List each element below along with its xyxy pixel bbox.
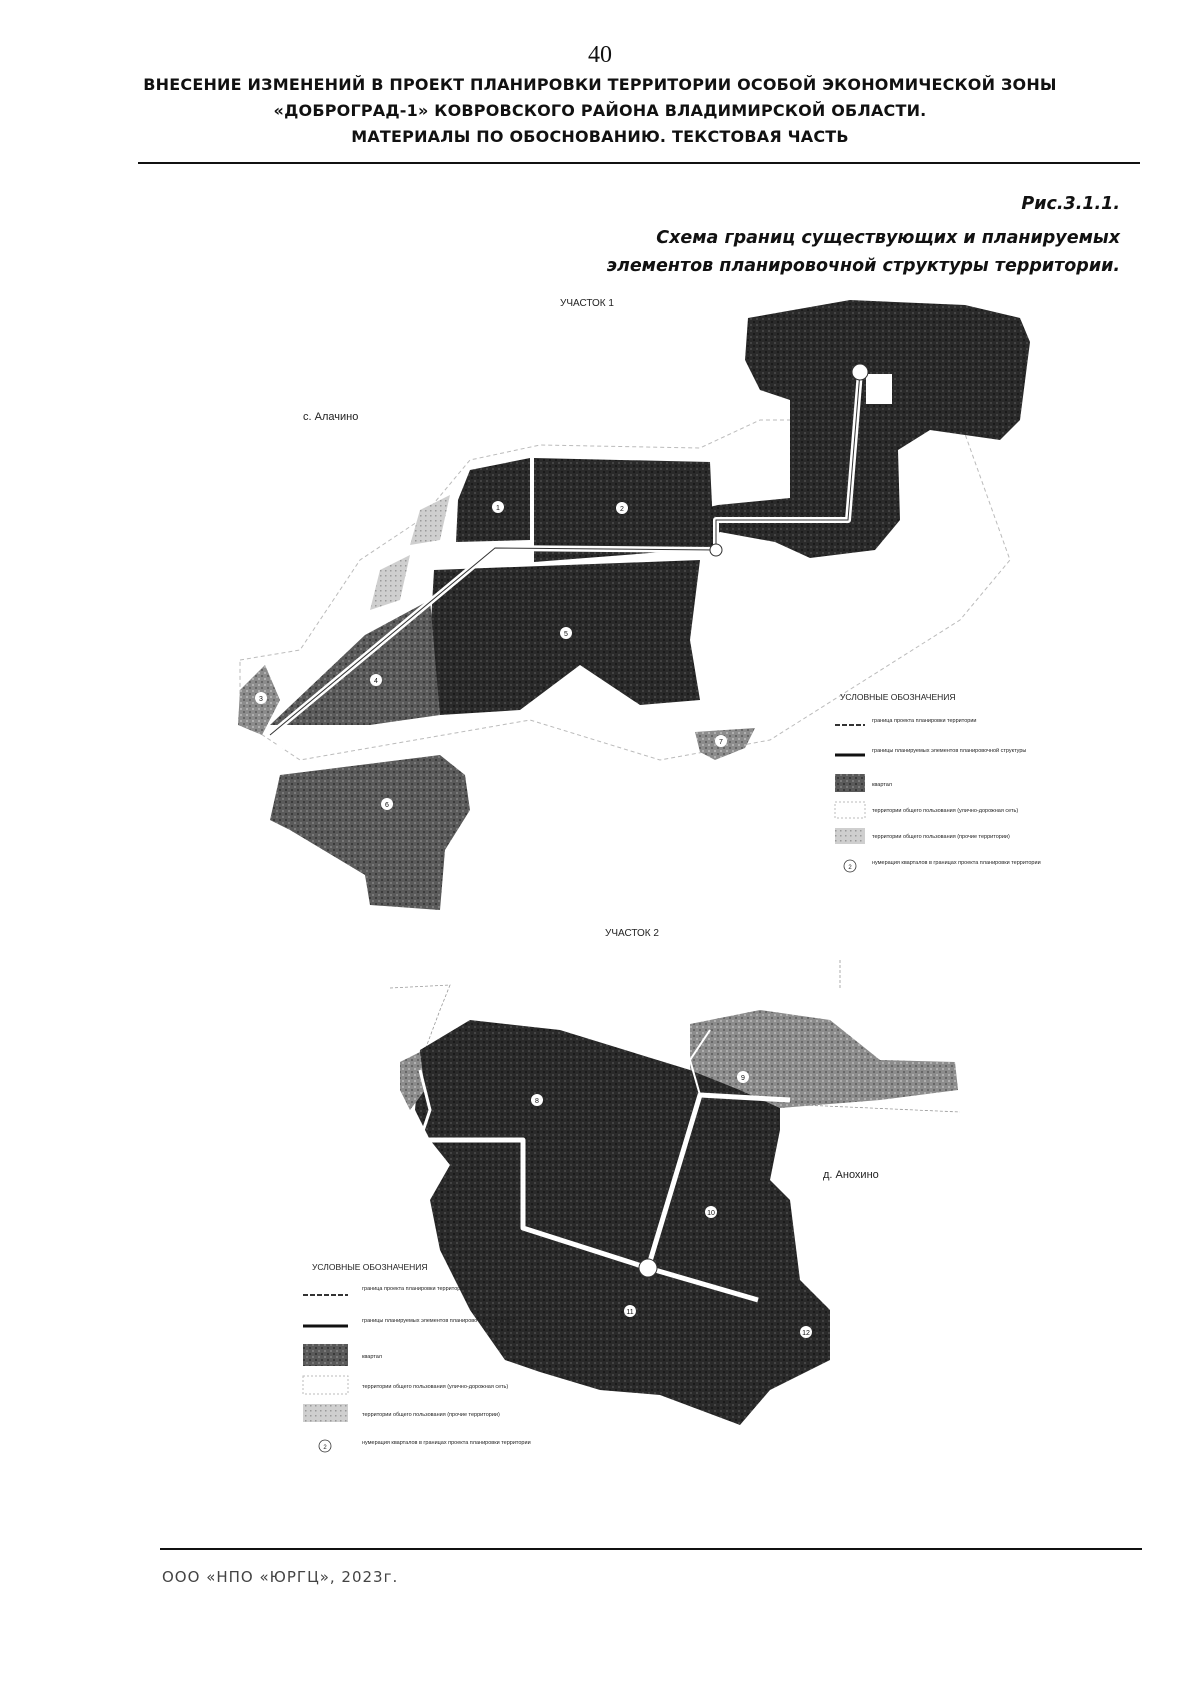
quarter-label-6: 6 [385,802,389,809]
document-header: ВНЕСЕНИЕ ИЗМЕНЕНИЙ В ПРОЕКТ ПЛАНИРОВКИ Т… [100,72,1100,150]
quarter-label-8: 8 [535,1098,539,1105]
quarter-1-area [456,458,530,542]
quarter-label-12: 12 [802,1330,810,1337]
quarter-label-1: 1 [496,505,500,512]
quarter-label-5: 5 [564,631,568,638]
map-2-legend: УСЛОВНЫЕ ОБОЗНАЧЕНИЯ граница проекта пла… [302,1262,531,1453]
header-line-2: «ДОБРОГРАД-1» КОВРОВСКОГО РАЙОНА ВЛАДИМИ… [273,101,927,120]
quarter-label-9: 9 [741,1075,745,1082]
map-2-legend-item-4: территории общего пользования (улично-до… [362,1384,508,1390]
map-2-legend-item-2: границы планируемых элементов планировоч… [362,1317,516,1324]
map-1-place-label: с. Алачино [303,411,358,423]
map-1-title: УЧАСТОК 1 [560,298,614,309]
map-2-legend-title: УСЛОВНЫЕ ОБОЗНАЧЕНИЯ [312,1262,428,1272]
footer-rule [160,1548,1142,1550]
figure-title-line-1: Схема границ существующих и планируемых [656,228,1120,248]
map-1-legend-item-2: границы планируемых элементов планировоч… [872,747,1026,754]
map-1-legend: УСЛОВНЫЕ ОБОЗНАЧЕНИЯ граница проекта пла… [834,692,1041,873]
quarter-label-2: 2 [620,506,624,513]
header-line-3: МАТЕРИАЛЫ ПО ОБОСНОВАНИЮ. ТЕКСТОВАЯ ЧАСТ… [351,127,849,146]
map-2-legend-item-1: граница проекта планировки территории [362,1286,466,1292]
header-rule [138,162,1140,164]
map-1-legend-item-3: квартал [872,782,892,788]
map-1-legend-item-6: нумерация кварталов в границах проекта п… [872,860,1041,866]
footer-company: ООО «НПО «ЮРГЦ», 2023г. [162,1568,399,1586]
map-2: УЧАСТОК 2 д. Анохино 8 9 10 11 12 УСЛОВН… [302,928,961,1453]
figure-number: Рис.3.1.1. [1021,194,1120,214]
map-2-place-label: д. Анохино [823,1169,879,1181]
quarter-6-area [270,755,470,910]
figure-caption: Рис.3.1.1. Схема границ существующих и п… [607,190,1120,280]
map-1: УЧАСТОК 1 с. Алачино 1 2 [238,298,1041,910]
map-1-legend-item-5: территории общего пользования (прочие те… [872,834,1010,840]
quarter-label-3: 3 [259,696,263,703]
map-2-legend-sample-number: 2 [323,1445,327,1451]
quarter-label-7: 7 [719,739,723,746]
map-2-legend-item-6: нумерация кварталов в границах проекта п… [362,1440,531,1446]
map-1-legend-item-4: территории общего пользования (улично-до… [872,808,1018,814]
map-2-legend-item-5: территории общего пользования (прочие те… [362,1412,500,1418]
quarter-9-area [690,1010,958,1108]
map-1-legend-sample-number: 2 [848,865,852,871]
page-number: 40 [588,42,612,68]
map-2-title: УЧАСТОК 2 [605,928,659,939]
map-2-legend-item-3: квартал [362,1354,382,1360]
header-line-1: ВНЕСЕНИЕ ИЗМЕНЕНИЙ В ПРОЕКТ ПЛАНИРОВКИ Т… [143,75,1057,94]
figure-title-line-2: элементов планировочной структуры террит… [606,256,1120,276]
quarter-label-10: 10 [707,1210,715,1217]
quarter-label-4: 4 [374,678,378,685]
map-1-legend-title: УСЛОВНЫЕ ОБОЗНАЧЕНИЯ [840,692,956,702]
quarter-area-main [415,1020,830,1425]
map-2-road [420,1092,791,1271]
quarter-label-11: 11 [626,1309,633,1316]
map-1-legend-item-1: граница проекта планировки территории [872,718,976,724]
